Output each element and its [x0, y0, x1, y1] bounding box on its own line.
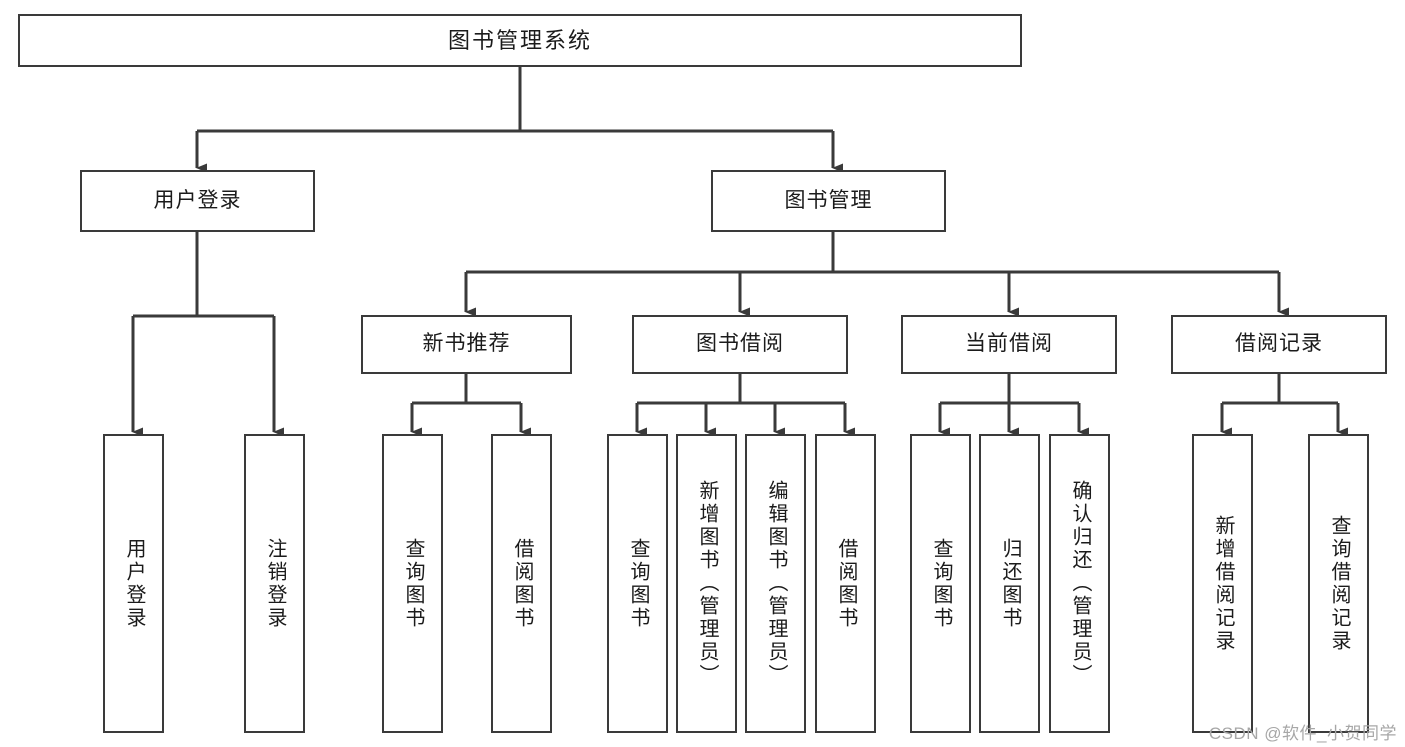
node-edit-book[interactable]: 编辑图书（管理员）	[745, 434, 806, 733]
node-user-login-leaf-label: 用户登录	[123, 537, 145, 630]
node-confirm-return[interactable]: 确认归还（管理员）	[1049, 434, 1110, 733]
node-query-borrow-record-label: 查询借阅记录	[1328, 514, 1350, 653]
node-book-borrow[interactable]: 图书借阅	[632, 315, 848, 374]
node-query-book-b-label: 查询图书	[627, 537, 649, 630]
node-book-borrow-label: 图书借阅	[696, 332, 784, 356]
node-current-borrow-label: 当前借阅	[965, 332, 1053, 356]
node-logout-leaf-label: 注销登录	[264, 537, 286, 630]
node-add-borrow-record[interactable]: 新增借阅记录	[1192, 434, 1253, 733]
node-user-login[interactable]: 用户登录	[80, 170, 315, 232]
node-borrow-book-a[interactable]: 借阅图书	[491, 434, 552, 733]
node-query-book-b[interactable]: 查询图书	[607, 434, 668, 733]
node-root-system[interactable]: 图书管理系统	[18, 14, 1022, 67]
node-root-system-label: 图书管理系统	[447, 27, 592, 53]
node-add-borrow-record-label: 新增借阅记录	[1212, 514, 1234, 653]
node-new-book-recommend-label: 新书推荐	[422, 332, 511, 356]
node-edit-book-label: 编辑图书（管理员）	[765, 480, 787, 687]
node-confirm-return-label: 确认归还（管理员）	[1069, 480, 1091, 687]
node-borrow-record-label: 借阅记录	[1235, 332, 1323, 356]
node-return-book[interactable]: 归还图书	[979, 434, 1040, 733]
node-borrow-book-a-label: 借阅图书	[511, 537, 533, 630]
node-query-book-a-label: 查询图书	[402, 537, 424, 630]
node-query-borrow-record[interactable]: 查询借阅记录	[1308, 434, 1369, 733]
node-borrow-book-b-label: 借阅图书	[835, 537, 857, 630]
node-current-borrow[interactable]: 当前借阅	[901, 315, 1117, 374]
node-book-management-label: 图书管理	[784, 188, 873, 212]
node-add-book-label: 新增图书（管理员）	[696, 480, 718, 687]
node-new-book-recommend[interactable]: 新书推荐	[361, 315, 572, 374]
watermark-text: CSDN @软件_小贺同学	[1208, 724, 1397, 743]
node-logout-leaf[interactable]: 注销登录	[244, 434, 305, 733]
node-query-book-c[interactable]: 查询图书	[910, 434, 971, 733]
node-query-book-a[interactable]: 查询图书	[382, 434, 443, 733]
node-add-book[interactable]: 新增图书（管理员）	[676, 434, 737, 733]
node-book-management[interactable]: 图书管理	[711, 170, 946, 232]
node-borrow-book-b[interactable]: 借阅图书	[815, 434, 876, 733]
node-user-login-leaf[interactable]: 用户登录	[103, 434, 164, 733]
node-user-login-label: 用户登录	[153, 188, 242, 212]
node-return-book-label: 归还图书	[999, 537, 1021, 630]
node-query-book-c-label: 查询图书	[930, 537, 952, 630]
node-borrow-record[interactable]: 借阅记录	[1171, 315, 1387, 374]
